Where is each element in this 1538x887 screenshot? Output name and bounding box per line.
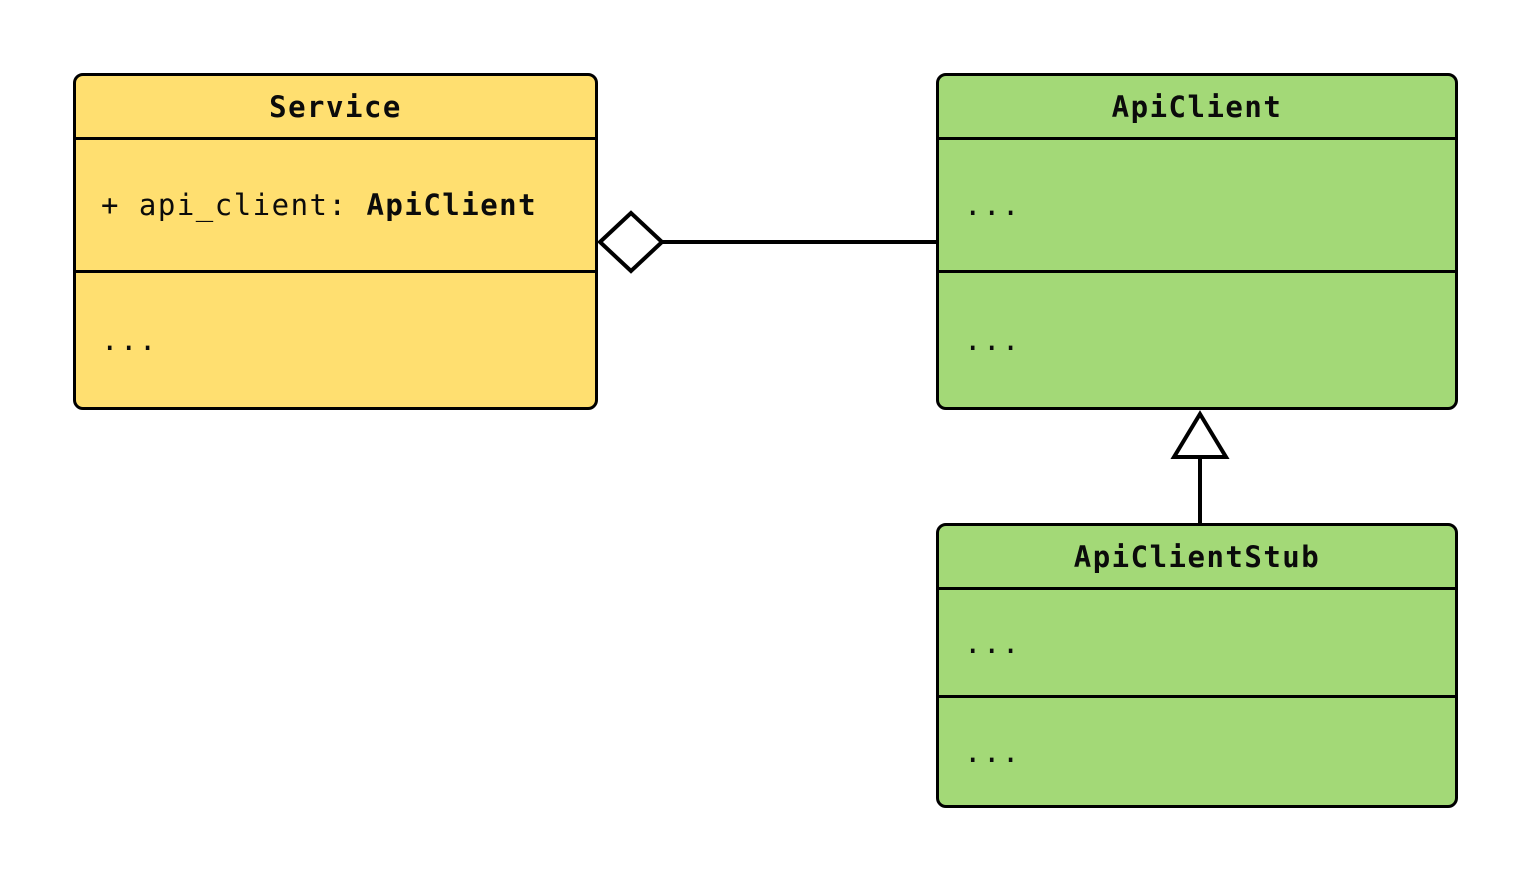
class-box-apiclient: ApiClient ... ... (936, 73, 1458, 410)
class-box-apiclientstub: ApiClientStub ... ... (936, 523, 1458, 808)
attribute-type-text: ApiClient (366, 188, 538, 222)
class-title-apiclientstub: ApiClientStub (1073, 539, 1321, 574)
class-box-service: Service + api_client: ApiClient ... (73, 73, 598, 410)
aggregation-diamond-icon (597, 210, 665, 274)
class-methods-service: ... (76, 270, 595, 407)
class-attributes-service: + api_client: ApiClient (76, 137, 595, 270)
class-methods-apiclient: ... (939, 270, 1455, 407)
attribute-text: + api_client: (101, 188, 367, 222)
class-title-apiclient: ApiClient (1111, 89, 1283, 124)
class-attributes-apiclientstub: ... (939, 587, 1455, 695)
class-attributes-apiclient: ... (939, 137, 1455, 270)
class-methods-apiclientstub: ... (939, 695, 1455, 805)
class-title-service: Service (269, 89, 402, 124)
inheritance-triangle-icon (1170, 410, 1230, 459)
